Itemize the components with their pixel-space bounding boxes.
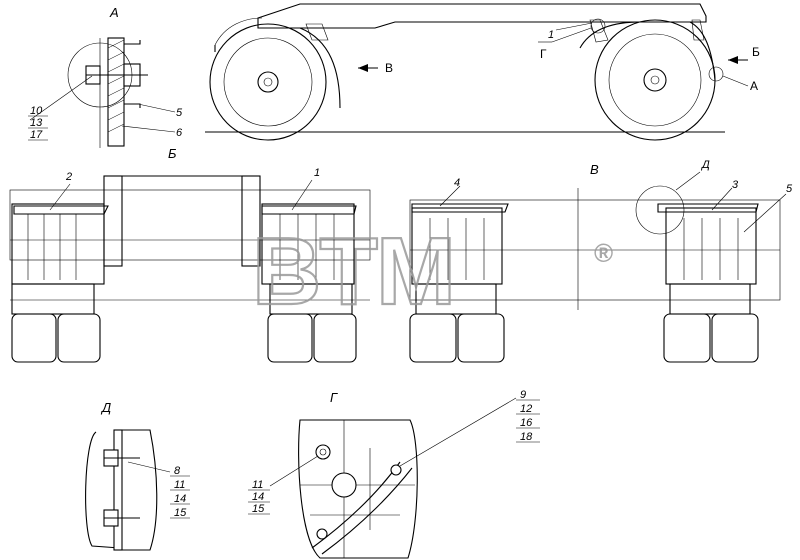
- view-b-right-wheels: [261, 203, 357, 363]
- g-item-11: 11: [252, 479, 263, 491]
- g-item-18: 18: [520, 431, 533, 443]
- label-pointer-a: А: [750, 79, 758, 93]
- title-detail-a: А: [109, 5, 119, 20]
- g-item-15: 15: [252, 503, 265, 515]
- detail-d-marker: [635, 185, 685, 235]
- title-view-v: В: [590, 162, 599, 177]
- front-curve: [214, 17, 263, 46]
- a-item-6: 6: [176, 127, 183, 139]
- v-item-4: 4: [454, 177, 460, 189]
- a-item-5: 5: [176, 107, 183, 119]
- b-item-2: 2: [65, 171, 72, 183]
- detail-a-marker: [708, 66, 724, 82]
- v-item-d: Д: [700, 159, 710, 171]
- a-item-17: 17: [30, 129, 43, 141]
- view-v-left-wheels: [409, 203, 509, 363]
- detail-g-marker: [590, 18, 606, 34]
- d-item-8: 8: [174, 465, 181, 477]
- d-item-11: 11: [174, 479, 185, 491]
- title-view-b: Б: [168, 146, 177, 161]
- title-detail-g: Г: [330, 390, 338, 405]
- a-item-13: 13: [30, 117, 43, 129]
- g-item-12: 12: [520, 403, 532, 415]
- watermark-registered-mark: ®: [594, 238, 613, 268]
- title-detail-d: Д: [100, 400, 111, 415]
- detail-g: Г 11 14 15 9 12 16 18: [248, 389, 540, 559]
- label-arrow-b: Б: [752, 45, 760, 59]
- watermark: BTM ®: [251, 217, 613, 326]
- front-wheel: [209, 23, 327, 141]
- view-b: Б: [9, 146, 371, 363]
- front-mudguard: [299, 27, 341, 109]
- g-item-14: 14: [252, 491, 264, 503]
- label-item-1-top: 1: [548, 29, 554, 41]
- b-item-1: 1: [314, 167, 320, 179]
- watermark-logo-text: BTM: [252, 218, 454, 325]
- a-item-10: 10: [30, 105, 43, 117]
- rear-wheel: [594, 19, 716, 141]
- view-v-right-wheels: [657, 203, 759, 363]
- detail-d: Д 8 11 14 15: [85, 400, 190, 551]
- label-pointer-g: Г: [540, 47, 547, 61]
- v-item-5: 5: [786, 183, 793, 195]
- rear-mudguard: [579, 21, 716, 81]
- d-item-15: 15: [174, 507, 187, 519]
- d-item-14: 14: [174, 493, 186, 505]
- label-arrow-v: В: [385, 61, 393, 75]
- detail-a: А 10 13 17 5 6: [28, 5, 183, 148]
- side-view-trailer: В Б А Г 1: [205, 3, 760, 141]
- v-item-3: 3: [732, 179, 739, 191]
- view-v: В 4 Д: [409, 159, 793, 363]
- g-item-9: 9: [520, 389, 526, 401]
- frame: [257, 3, 707, 29]
- g-item-16: 16: [520, 417, 533, 429]
- view-b-left-wheels: [11, 203, 109, 363]
